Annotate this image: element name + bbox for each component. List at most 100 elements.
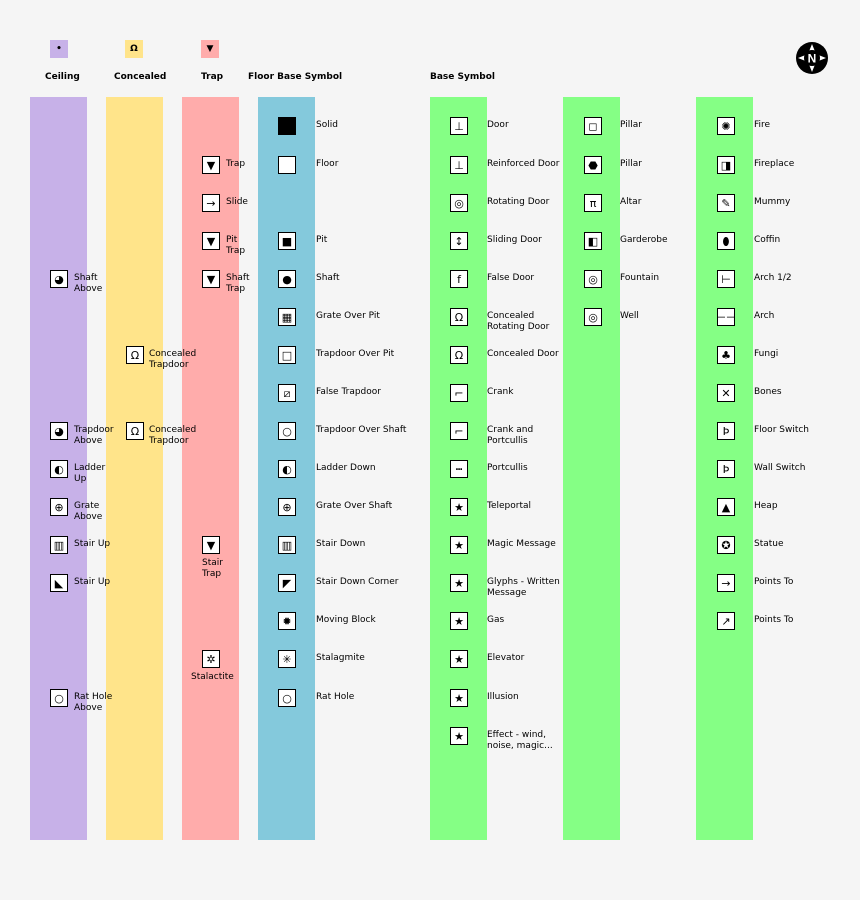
shaft-icon: ● [278, 270, 296, 288]
base1-symbol-label: Teleportal [487, 501, 532, 511]
ladder-up-icon: ◐ [50, 460, 68, 478]
ceiling-symbol-label: Trapdoor Above [74, 425, 114, 446]
floor-base-symbol-label: Stair Down Corner [316, 577, 399, 587]
compass-letter: N [808, 52, 817, 66]
trapdoor-over-pit-icon: □ [278, 346, 296, 364]
north-compass-icon: N [796, 42, 828, 74]
points-to-icon: → [717, 574, 735, 592]
base1-symbol-label: Reinforced Door [487, 159, 560, 169]
stair-up-icon: ▥ [50, 536, 68, 554]
floor-base-symbol-label: Floor [316, 159, 339, 169]
base3-symbol-label: Arch [754, 311, 775, 321]
altar-icon: π [584, 194, 602, 212]
heap-icon: ▲ [717, 498, 735, 516]
portcullis-icon: ┅ [450, 460, 468, 478]
crank-icon: ⌐ [450, 384, 468, 402]
ceiling-legend-glyph: • [56, 44, 62, 54]
trap-legend-swatch: ▼ [201, 40, 219, 58]
trap-legend-glyph: ▼ [206, 44, 214, 54]
glyphs-icon: ★ [450, 574, 468, 592]
pillar-round-icon: ⬣ [584, 156, 602, 174]
garderobe-icon: ◧ [584, 232, 602, 250]
base3-symbol-label: Points To [754, 577, 794, 587]
false-door-icon: f [450, 270, 468, 288]
floor-base-symbol-label: Stair Down [316, 539, 366, 549]
false-trapdoor-icon: ⧄ [278, 384, 296, 402]
trap-icon: ▼ [202, 156, 220, 174]
ceiling-symbol-label: Ladder Up [74, 463, 106, 484]
trap-symbol-label: Stair Trap [202, 558, 223, 579]
rat-hole-icon: ○ [278, 689, 296, 707]
trap-header: Trap [201, 72, 224, 82]
points-to-diag-icon: ↗ [717, 612, 735, 630]
floor-base-symbol-label: Grate Over Pit [316, 311, 380, 321]
base1-symbol-label: Magic Message [487, 539, 556, 549]
base1-symbol-label: Concealed Door [487, 349, 559, 359]
base3-symbol-label: Statue [754, 539, 784, 549]
base1-symbol-label: Rotating Door [487, 197, 550, 207]
well-icon: ◎ [584, 308, 602, 326]
floor-base-symbol-label: Trapdoor Over Shaft [316, 425, 407, 435]
floor-base-symbol-label: Shaft [316, 273, 340, 283]
trap-symbol-label: Shaft Trap [226, 273, 250, 294]
trap-symbol-label: Pit Trap [226, 235, 246, 256]
floor-base-symbol-label: False Trapdoor [316, 387, 381, 397]
base1-symbol-label: Illusion [487, 692, 519, 702]
concealed-legend-glyph: Ω [130, 44, 138, 54]
base3-symbol-label: Fire [754, 120, 771, 130]
base1-symbol-label: False Door [487, 273, 535, 283]
concealed-symbol-label: Concealed Trapdoor [149, 425, 197, 446]
rotating-door-icon: ◎ [450, 194, 468, 212]
reinforced-door-icon: ⊥ [450, 156, 468, 174]
concealed-header: Concealed [114, 72, 167, 82]
floor-base-symbol-label: Stalagmite [316, 653, 365, 663]
base1-symbol-label: Door [487, 120, 509, 130]
sliding-door-icon: ↕ [450, 232, 468, 250]
grate-over-pit-icon: ▦ [278, 308, 296, 326]
teleportal-icon: ★ [450, 498, 468, 516]
base3-symbol-label: Arch 1/2 [754, 273, 792, 283]
stalactite-icon: ✲ [202, 650, 220, 668]
stair-down-icon: ▥ [278, 536, 296, 554]
floor-base-symbol-label: Pit [316, 235, 328, 245]
trap-symbol-label: Stalactite [191, 672, 234, 682]
trap-band [182, 97, 239, 840]
arch-icon: ⊢⊣ [717, 308, 735, 326]
floor-base-symbol-label: Rat Hole [316, 692, 355, 702]
base2-symbol-label: Fountain [620, 273, 660, 283]
ceiling-header: Ceiling [45, 72, 80, 82]
concealed-trapdoor-shaft-icon: Ω [126, 422, 144, 440]
ladder-down-icon: ◐ [278, 460, 296, 478]
base3-symbol-label: Wall Switch [754, 463, 806, 473]
concealed-legend-swatch: Ω [125, 40, 143, 58]
grate-over-shaft-icon: ⊕ [278, 498, 296, 516]
moving-block-icon: ✹ [278, 612, 296, 630]
concealed-symbol-label: Concealed Trapdoor [149, 349, 197, 370]
ceiling-legend-swatch: • [50, 40, 68, 58]
trap-symbol-label: Trap [226, 159, 246, 169]
ceiling-symbol-label: Grate Above [74, 501, 103, 522]
stair-up-corner-icon: ◣ [50, 574, 68, 592]
floor-base-symbol-label: Moving Block [316, 615, 376, 625]
door-icon: ⊥ [450, 117, 468, 135]
concealed-trapdoor-icon: Ω [126, 346, 144, 364]
coffin-icon: ⬮ [717, 232, 735, 250]
floor-switch-icon: Þ [717, 422, 735, 440]
elevator-icon: ★ [450, 650, 468, 668]
base3-symbol-label: Floor Switch [754, 425, 810, 435]
magic-message-icon: ★ [450, 536, 468, 554]
illusion-icon: ★ [450, 689, 468, 707]
base2-symbol-label: Well [620, 311, 639, 321]
floor-base-symbol-label: Ladder Down [316, 463, 376, 473]
base3-symbol-label: Coffin [754, 235, 781, 245]
solid-icon [278, 117, 296, 135]
base1-symbol-label: Gas [487, 615, 505, 625]
concealed-door-icon: Ω [450, 346, 468, 364]
shaft-above-icon: ◕ [50, 270, 68, 288]
base-symbol-header: Base Symbol [430, 72, 495, 82]
base1-symbol-label: Glyphs - Written Message [487, 577, 560, 598]
stair-trap-icon: ▼ [202, 536, 220, 554]
base2-symbol-label: Pillar [620, 159, 642, 169]
base3-symbol-label: Bones [754, 387, 782, 397]
bones-icon: ✕ [717, 384, 735, 402]
